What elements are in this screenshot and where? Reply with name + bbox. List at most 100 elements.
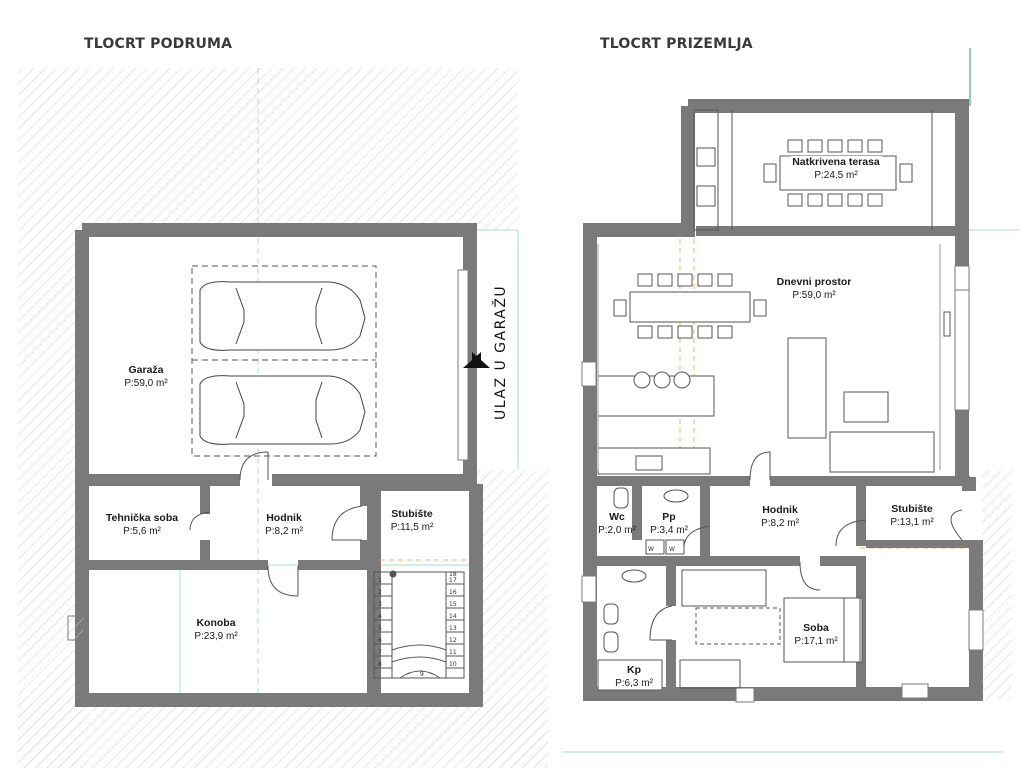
- svg-text:12: 12: [449, 637, 457, 644]
- room-name: Hodnik: [762, 504, 798, 516]
- washer-mark: W: [669, 546, 675, 553]
- svg-text:15: 15: [449, 601, 457, 608]
- basement-doors: [189, 451, 363, 597]
- room-dnevni-prostor: Dnevni prostor P:59,0 m²: [777, 276, 852, 302]
- ground-windows: [581, 265, 984, 703]
- svg-text:8: 8: [378, 661, 382, 668]
- svg-text:6: 6: [378, 637, 382, 644]
- garage-entry-label: ULAZ U GARAŽU: [493, 284, 509, 420]
- tv-unit: [943, 311, 951, 337]
- room-area: P:11,5: [390, 522, 419, 533]
- svg-text:17: 17: [449, 577, 457, 584]
- basement-heading: TLOCRT PODRUMA: [84, 36, 233, 52]
- washer-icon: [645, 539, 665, 555]
- room-area: P:23,9: [194, 631, 224, 642]
- area-unit: m²: [846, 170, 858, 181]
- kitchen-island: [597, 371, 715, 475]
- room-hodnik-basement: Hodnik P:8,2 m²: [265, 512, 303, 538]
- room-area: P:59,0: [792, 290, 822, 301]
- area-unit: m²: [149, 526, 161, 537]
- svg-text:18: 18: [449, 571, 457, 578]
- basement-window: [67, 615, 85, 641]
- room-area: P:8,2: [265, 526, 289, 537]
- room-name: Hodnik: [266, 512, 302, 524]
- terrace-paving: [982, 470, 1012, 700]
- toilet-icon: [603, 603, 619, 625]
- sink-icon: [663, 489, 689, 503]
- basement-interior-walls: [82, 474, 470, 570]
- area-unit: m²: [826, 636, 838, 647]
- room-kp: Kp P:6,3 m²: [615, 664, 653, 690]
- room-name: Natkrivena terasa: [792, 156, 880, 168]
- room-konoba: Konoba P:23,9 m²: [194, 617, 237, 643]
- room-stubiste-basement: Stubište P:11,5 m²: [391, 508, 434, 534]
- wardrobe: [681, 569, 767, 607]
- room-area: P:13,1: [890, 517, 920, 528]
- area-unit: m²: [226, 631, 238, 642]
- svg-text:9: 9: [420, 671, 424, 678]
- terrain-hatch-top: [18, 68, 518, 230]
- room-natkrivena-terasa: Natkrivena terasa P:24,5 m²: [790, 156, 882, 182]
- svg-text:1: 1: [378, 577, 382, 584]
- entry-arrow-icon: [463, 352, 481, 368]
- room-name: Stubište: [391, 508, 433, 520]
- room-name: Dnevni prostor: [776, 276, 852, 288]
- room-area: P:24,5: [814, 170, 844, 181]
- room-area: P:59,0: [124, 378, 154, 389]
- sofa: [597, 244, 941, 473]
- ground-heading: TLOCRT PRIZEMLJA: [600, 36, 753, 52]
- sink-icon: [621, 569, 647, 583]
- dining-table: [613, 273, 767, 339]
- room-name: Stubište: [891, 503, 933, 515]
- room-garaza: Garaža P:59,0 m²: [124, 364, 167, 390]
- bedroom-furniture: [679, 569, 863, 689]
- area-unit: m²: [421, 522, 434, 533]
- room-name: Pp: [662, 511, 676, 523]
- basement-staircase: [373, 559, 470, 679]
- terrace-kitchen: [693, 109, 933, 231]
- area-unit: m²: [787, 518, 799, 529]
- svg-text:7: 7: [378, 649, 382, 656]
- svg-text:16: 16: [449, 589, 457, 596]
- area-unit: m²: [291, 526, 303, 537]
- room-name: Konoba: [196, 617, 236, 629]
- car-icon: [199, 281, 366, 351]
- area-unit: m²: [922, 517, 934, 528]
- room-area: P:2,0: [598, 525, 622, 536]
- guide-lines-ground: [562, 48, 1020, 753]
- svg-text:14: 14: [449, 613, 457, 620]
- ground-plan: [562, 48, 1020, 753]
- terrain-hatch-bottom: [18, 700, 548, 768]
- area-unit: m²: [641, 678, 653, 689]
- wall-segment: [374, 484, 483, 707]
- room-name: Tehnička soba: [105, 512, 179, 524]
- svg-text:2: 2: [378, 589, 382, 596]
- area-unit: m²: [156, 378, 168, 389]
- room-pp: Pp P:3,4 m²: [650, 511, 688, 537]
- room-area: P:17,1: [794, 636, 824, 647]
- bathtub-icon: [597, 659, 663, 691]
- area-unit: m²: [676, 525, 688, 536]
- svg-text:10: 10: [449, 661, 457, 668]
- dryer-icon: [665, 539, 685, 555]
- parking-area: [191, 265, 377, 457]
- svg-text:3: 3: [378, 601, 382, 608]
- room-wc: Wc P:2,0 m²: [598, 511, 636, 537]
- svg-text:11: 11: [449, 649, 457, 656]
- room-name: Soba: [803, 622, 829, 634]
- room-name: Kp: [627, 664, 641, 676]
- bathroom-fixtures: [597, 487, 689, 691]
- svg-text:13: 13: [449, 625, 457, 632]
- room-area: P:3,4: [650, 525, 674, 536]
- bidet-icon: [603, 631, 619, 653]
- washer-mark: W: [648, 546, 654, 553]
- toilet-icon: [613, 487, 629, 509]
- room-tehnicka-soba: Tehnička soba P:5,6 m²: [106, 512, 178, 538]
- room-area: P:8,2: [761, 518, 785, 529]
- svg-text:4: 4: [378, 613, 382, 620]
- car-icon: [199, 375, 366, 445]
- terrain-hatch-left: [18, 230, 82, 768]
